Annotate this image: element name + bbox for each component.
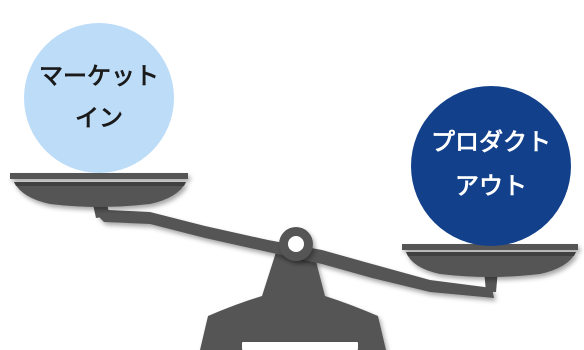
product-out-label-line2: アウト [455,172,527,200]
scale-stand [200,246,386,350]
pivot-ring [279,227,313,261]
right-pan [402,244,578,277]
market-in-label-line2: イン [75,104,123,132]
market-in-label-line1: マーケット [39,62,159,90]
product-out-label-line1: プロダクト [431,128,551,156]
left-pan [10,173,188,207]
product-out-ball: プロダクト アウト [411,86,571,246]
market-in-ball: マーケット イン [24,23,174,173]
